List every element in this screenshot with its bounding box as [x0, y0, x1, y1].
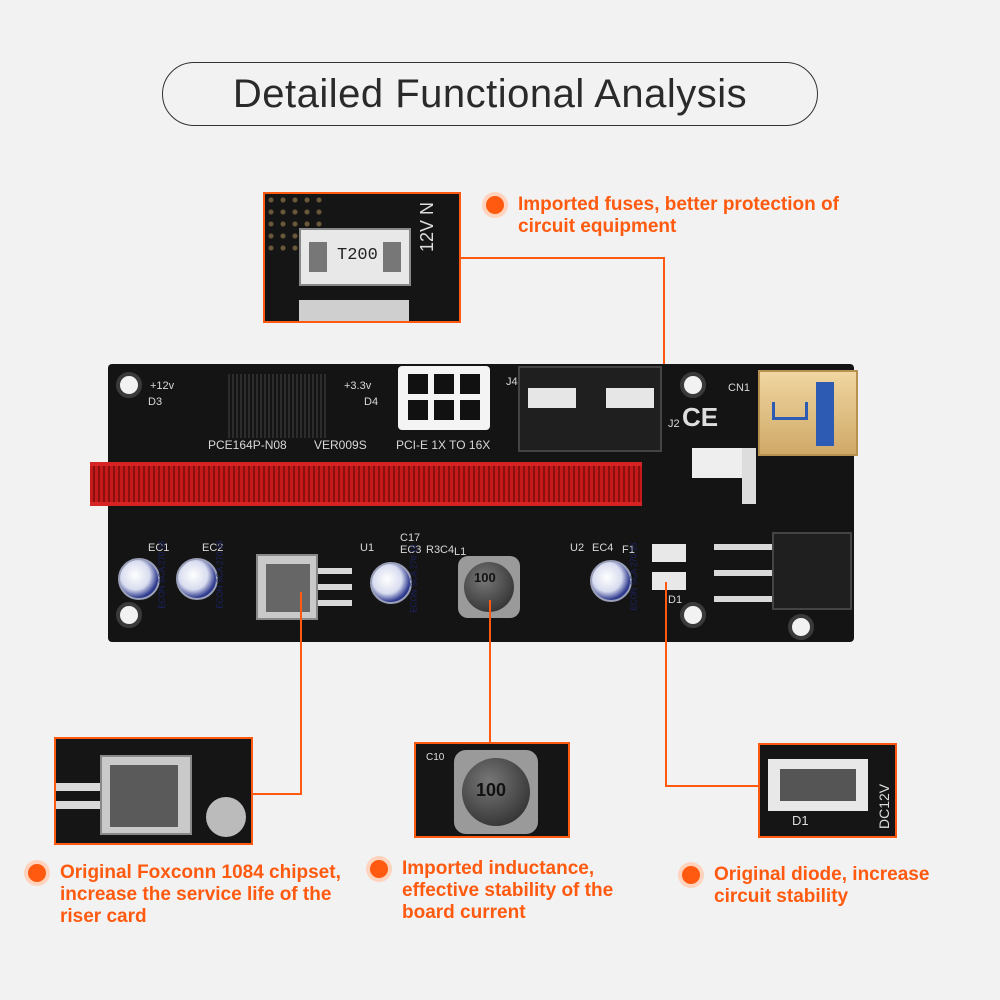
fuse-connector-line [461, 257, 664, 259]
label-f1: F1 [622, 544, 635, 556]
diode-label: D1 [792, 813, 809, 828]
label-ec1: EC1 [148, 542, 170, 554]
page-title-text: Detailed Functional Analysis [232, 71, 748, 116]
usb-icon [772, 402, 808, 420]
diode-connector-line [665, 582, 667, 786]
inductance-callout-dot [370, 860, 388, 878]
mounting-hole [788, 614, 814, 640]
label-ec3: EC3 [400, 544, 422, 556]
label-d3: D3 [148, 396, 163, 408]
label-j2: J2 [668, 418, 680, 430]
label-version: VER009S [314, 438, 367, 452]
diode-callout: Original diode, increase circuit stabili… [714, 864, 964, 908]
label-plus33v: +3.3v [344, 380, 372, 392]
molex-connector [518, 366, 662, 452]
ce-mark: CE [682, 402, 719, 432]
capacitor-ec4: ECON SCA 270 16 [590, 542, 639, 611]
label-ec4: EC4 [592, 542, 614, 554]
inductor-closeup-image: C10 100 [414, 742, 570, 838]
pcie-16x-slot [90, 462, 642, 506]
label-u1: U1 [360, 542, 375, 554]
fuse-side-label: 12V N [417, 201, 437, 252]
mounting-hole [116, 602, 142, 628]
diode-side-label: DC12V [876, 783, 892, 829]
inductor-label: 100 [474, 570, 496, 585]
usb3-port [758, 370, 858, 456]
side-power-connector [772, 532, 852, 610]
fuse-component: T200 [299, 228, 411, 286]
inductance-callout-text: Imported inductance, effective stability… [402, 858, 614, 923]
inductor-closeup-label: 100 [476, 780, 507, 800]
fuse-callout: Imported fuses, better protection of cir… [518, 194, 858, 238]
label-r3: R3 [426, 544, 441, 556]
label-u2: U2 [570, 542, 585, 554]
fuse-callout-dot [486, 196, 504, 214]
mounting-hole [680, 602, 706, 628]
label-pcie: PCI-E 1X TO 16X [396, 438, 491, 452]
six-pin-power-connector [398, 366, 490, 430]
inductor-ref-label: C10 [426, 752, 445, 763]
capacitor-ec3: ECON SCA 270 16 [370, 544, 419, 613]
chipset-connector-line-horizontal [252, 793, 302, 795]
fuse-label: T200 [337, 246, 378, 265]
label-d4: D4 [364, 396, 379, 408]
inductance-callout: Imported inductance, effective stability… [402, 858, 652, 924]
capacitor-ec1: ECON SCA 270 16 [118, 540, 167, 609]
chipset-connector-line [300, 592, 302, 794]
chipset-callout: Original Foxconn 1084 chipset, increase … [60, 862, 360, 928]
capacitor-ec2: ECON SCA 270 16 [176, 540, 225, 609]
diode-closeup-image: D1 DC12V [758, 743, 897, 838]
label-ec2: EC2 [202, 542, 224, 554]
fuse-callout-text: Imported fuses, better protection of cir… [518, 194, 839, 237]
label-cn1: CN1 [728, 382, 751, 394]
diode-connector-line-horizontal [665, 785, 759, 787]
label-d1: D1 [668, 594, 683, 606]
label-c17: C17 [400, 532, 421, 544]
fuse-closeup-image: T200 12V N [263, 192, 461, 323]
label-c4: C4 [440, 544, 455, 556]
chipset-callout-dot [28, 864, 46, 882]
fuse-spot [652, 544, 686, 562]
diode-spot [652, 572, 686, 590]
diode-callout-text: Original diode, increase circuit stabili… [714, 864, 930, 907]
label-l1: L1 [454, 546, 467, 558]
label-model: PCE164P-N08 [208, 438, 287, 452]
label-plus12v: +12v [150, 380, 175, 392]
page-title: Detailed Functional Analysis [162, 62, 818, 126]
chipset-callout-text: Original Foxconn 1084 chipset, increase … [60, 862, 341, 927]
mounting-hole [680, 372, 706, 398]
diode-callout-dot [682, 866, 700, 884]
chipset-closeup-image [54, 737, 253, 845]
label-j4: J4 [506, 376, 518, 388]
mounting-hole [116, 372, 142, 398]
inductance-connector-line [489, 600, 491, 743]
foxconn-1084-chipset [256, 554, 318, 620]
